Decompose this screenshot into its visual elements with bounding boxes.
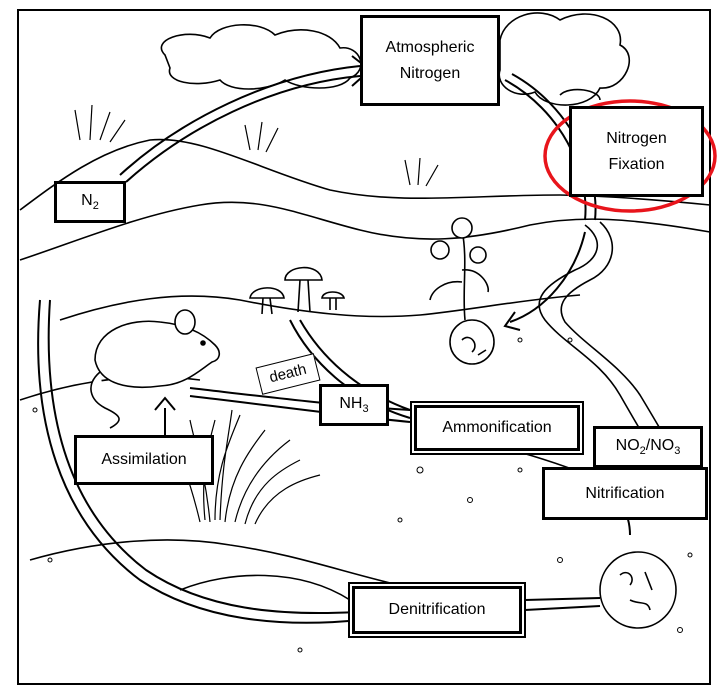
ammonification-box: Ammonification bbox=[414, 405, 580, 451]
nitrification-box: Nitrification bbox=[542, 467, 708, 520]
n2-label: N2 bbox=[81, 192, 99, 213]
nitrification-label: Nitrification bbox=[585, 484, 665, 502]
nitrite-nitrate-box: NO2/NO3 bbox=[593, 426, 703, 468]
mouse bbox=[90, 309, 221, 429]
denitrification-box: Denitrification bbox=[352, 586, 522, 634]
frame bbox=[17, 9, 711, 685]
nitrogen-fixation-box: Nitrogen Fixation bbox=[569, 106, 704, 197]
atmospheric-nitrogen-box: Atmospheric Nitrogen bbox=[360, 15, 500, 106]
ammonification-label: Ammonification bbox=[442, 419, 552, 437]
nitrite-nitrate-label: NO2/NO3 bbox=[615, 437, 681, 458]
atmospheric-nitrogen-line1: Atmospheric bbox=[385, 38, 475, 56]
cloud-left bbox=[160, 24, 362, 90]
highlight-circle bbox=[543, 99, 717, 213]
assimilation-label: Assimilation bbox=[101, 451, 187, 469]
nh3-box: NH3 bbox=[319, 384, 389, 426]
assimilation-box: Assimilation bbox=[74, 435, 214, 485]
atmospheric-nitrogen-line2: Nitrogen bbox=[399, 64, 461, 82]
nitrogen-fixation-line1: Nitrogen bbox=[606, 129, 667, 147]
river bbox=[538, 221, 691, 481]
mushrooms bbox=[249, 266, 346, 315]
n2-box: N2 bbox=[54, 181, 126, 223]
cloud-right bbox=[498, 12, 631, 106]
cycle-arrows bbox=[37, 55, 631, 624]
soil-microbe bbox=[599, 551, 677, 629]
nh3-label: NH3 bbox=[339, 395, 369, 416]
nitrogen-fixation-line2: Fixation bbox=[608, 155, 665, 173]
soil-specks bbox=[32, 337, 693, 653]
denitrification-label: Denitrification bbox=[388, 601, 486, 619]
plant bbox=[429, 217, 495, 365]
